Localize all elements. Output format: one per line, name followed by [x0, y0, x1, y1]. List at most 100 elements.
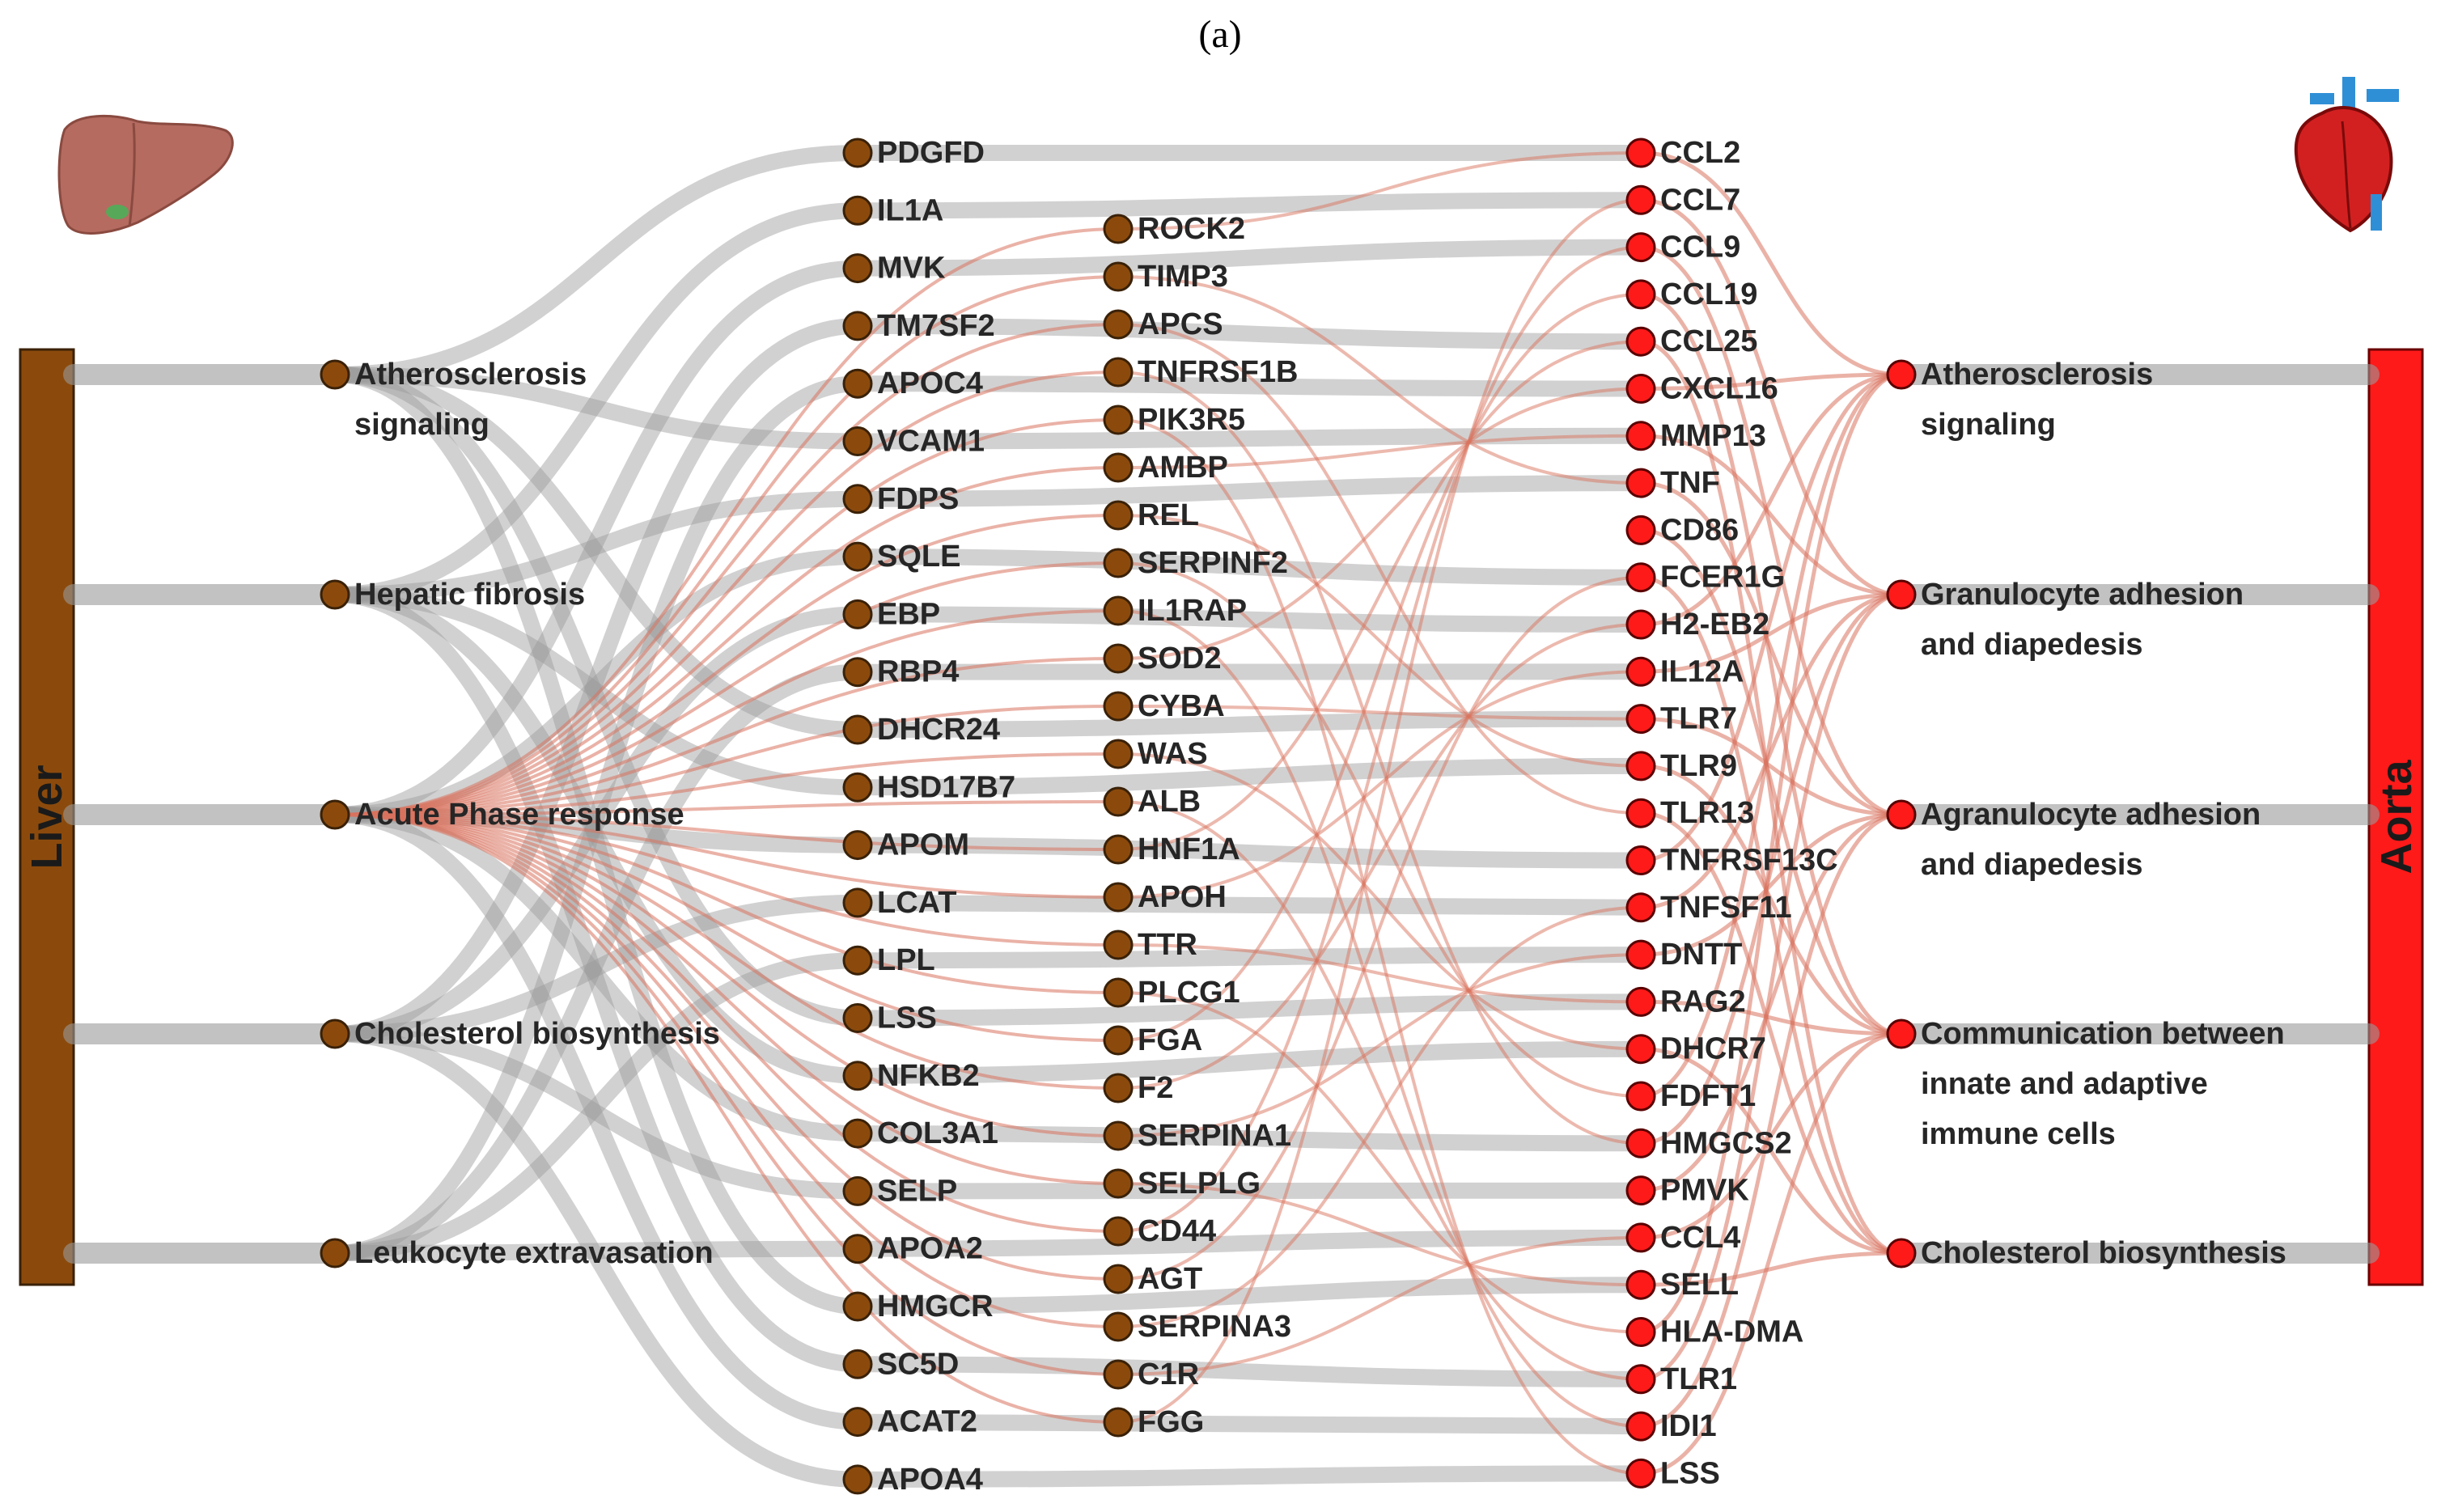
gene-node[interactable] [842, 887, 873, 918]
right-pathway-node[interactable] [1886, 1019, 1917, 1049]
gene-node[interactable] [842, 1003, 873, 1033]
right-pathway-node[interactable] [1886, 799, 1917, 830]
gene-node[interactable] [1103, 357, 1134, 388]
gene-node[interactable] [1103, 261, 1134, 292]
left-pathway-node[interactable] [320, 799, 350, 830]
gene-node[interactable] [842, 1118, 873, 1149]
gene-node[interactable] [842, 830, 873, 861]
gene-node[interactable] [842, 1464, 873, 1495]
gene-node[interactable] [1103, 595, 1134, 626]
gene-node[interactable] [1625, 515, 1656, 545]
gene-node[interactable] [1625, 1317, 1656, 1347]
gene-node[interactable] [842, 1407, 873, 1438]
right-pathway-node[interactable] [1886, 1238, 1917, 1268]
link-col1-col3 [850, 427, 1649, 450]
gene-node[interactable] [1625, 1081, 1656, 1112]
gene-node[interactable] [1103, 786, 1134, 817]
gene-node[interactable] [842, 311, 873, 341]
gene-node[interactable] [1103, 691, 1134, 722]
gene-node[interactable] [1625, 184, 1656, 215]
gene-node[interactable] [1625, 562, 1656, 593]
gene-node[interactable] [1103, 930, 1134, 960]
left-pathway-node[interactable] [320, 1238, 350, 1268]
gene-node[interactable] [1103, 309, 1134, 340]
gene-node[interactable] [1625, 232, 1656, 263]
gene-node[interactable] [842, 195, 873, 226]
gene-node[interactable] [1103, 1407, 1134, 1438]
gene-node[interactable] [842, 945, 873, 976]
right-pathway-node[interactable] [1886, 579, 1917, 610]
gene-label: AGT [1138, 1262, 1202, 1296]
gene-node[interactable] [1103, 977, 1134, 1008]
gene-node[interactable] [1625, 468, 1656, 498]
gene-node[interactable] [1625, 845, 1656, 875]
right-pathway-label: Atherosclerosis [1921, 358, 2153, 392]
left-pathway-node[interactable] [320, 359, 350, 390]
gene-node[interactable] [1103, 1120, 1134, 1151]
link-col3-right [1638, 592, 1904, 1382]
link-col3-right [1638, 292, 1904, 1036]
gene-node[interactable] [1625, 1364, 1656, 1395]
gene-node[interactable] [842, 1061, 873, 1091]
gene-node[interactable] [842, 368, 873, 399]
gene-node[interactable] [1625, 1411, 1656, 1442]
gene-node[interactable] [1625, 1458, 1656, 1489]
link-acute-col2 [333, 813, 1120, 1424]
gene-node[interactable] [1103, 834, 1134, 865]
gene-node[interactable] [1103, 882, 1134, 913]
gene-node[interactable] [1625, 656, 1656, 687]
gene-node[interactable] [1103, 1025, 1134, 1056]
gene-node[interactable] [842, 484, 873, 515]
left-pathway-node[interactable] [320, 579, 350, 610]
link-col2-col3 [1117, 292, 1642, 1042]
gene-node[interactable] [1625, 1175, 1656, 1206]
gene-node[interactable] [1103, 404, 1134, 435]
gene-node[interactable] [842, 138, 873, 168]
gene-node[interactable] [1625, 704, 1656, 735]
gene-node[interactable] [1103, 1073, 1134, 1103]
link-left-col1 [327, 145, 866, 383]
gene-node[interactable] [1103, 500, 1134, 531]
gene-node[interactable] [1103, 1311, 1134, 1342]
gene-node[interactable] [1625, 1034, 1656, 1065]
gene-node[interactable] [842, 253, 873, 284]
gene-node[interactable] [1625, 374, 1656, 404]
gene-node[interactable] [842, 599, 873, 629]
gene-node[interactable] [1103, 643, 1134, 674]
link-col3-right [1638, 592, 1904, 674]
gene-node[interactable] [842, 657, 873, 688]
right-pathway-node[interactable] [1886, 359, 1917, 390]
gene-node[interactable] [842, 1291, 873, 1322]
gene-label: HLA-DMA [1660, 1315, 1803, 1349]
gene-node[interactable] [842, 1234, 873, 1264]
gene-node[interactable] [1103, 1264, 1134, 1294]
gene-node[interactable] [1103, 1168, 1134, 1199]
gene-node[interactable] [1625, 1128, 1656, 1158]
gene-node[interactable] [1625, 1222, 1656, 1253]
gene-node[interactable] [842, 1175, 873, 1206]
gene-node[interactable] [1625, 279, 1656, 310]
gene-node[interactable] [1625, 1269, 1656, 1300]
gene-node[interactable] [1103, 548, 1134, 578]
gene-node[interactable] [1103, 739, 1134, 769]
left-pathway-label: Cholesterol biosynthesis [354, 1017, 720, 1051]
gene-node[interactable] [1625, 939, 1656, 970]
gene-node[interactable] [1103, 214, 1134, 244]
gene-node[interactable] [842, 1349, 873, 1379]
gene-node[interactable] [842, 541, 873, 572]
left-pathway-node[interactable] [320, 1019, 350, 1049]
gene-node[interactable] [1625, 326, 1656, 357]
gene-node[interactable] [1625, 892, 1656, 923]
gene-node[interactable] [1625, 421, 1656, 451]
gene-node[interactable] [842, 714, 873, 745]
gene-node[interactable] [1625, 798, 1656, 828]
gene-node[interactable] [1625, 751, 1656, 781]
gene-node[interactable] [842, 772, 873, 803]
gene-node[interactable] [1103, 1359, 1134, 1390]
gene-node[interactable] [842, 426, 873, 456]
gene-node[interactable] [1625, 138, 1656, 168]
gene-node[interactable] [1625, 986, 1656, 1017]
gene-node[interactable] [1103, 1216, 1134, 1247]
gene-node[interactable] [1625, 609, 1656, 640]
gene-node[interactable] [1103, 452, 1134, 483]
